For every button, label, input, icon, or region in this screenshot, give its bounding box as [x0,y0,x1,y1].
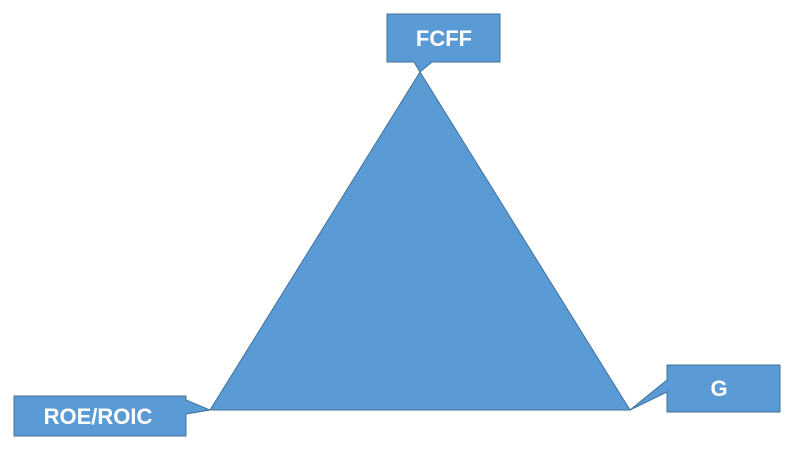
callout-bottom-left: ROE/ROIC [13,395,212,437]
callout-top-label: FCFF [416,26,472,51]
callout-bottom-right-box [629,364,781,413]
callout-bottom-right: G [629,364,781,413]
callout-top-box [386,13,501,73]
callout-bottom-left-label: ROE/ROIC [44,404,153,429]
callout-top: FCFF [386,13,501,73]
callout-bottom-right-label: G [710,376,727,401]
callout-bottom-left-box [13,395,212,437]
triangle-shape [209,71,631,411]
